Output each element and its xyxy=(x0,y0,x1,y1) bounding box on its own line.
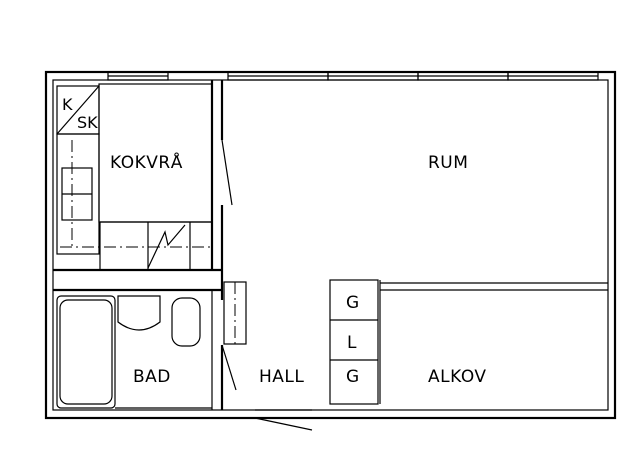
hall-fixtures xyxy=(223,281,247,345)
label-wardrobe-top: G xyxy=(346,293,360,313)
label-bad: BAD xyxy=(133,367,171,387)
wardrobe-unit xyxy=(329,279,381,405)
label-rum: RUM xyxy=(428,153,468,173)
label-cabinet: SK xyxy=(77,113,98,132)
label-alkov: ALKOV xyxy=(428,367,487,387)
label-wardrobe-middle: L xyxy=(347,333,357,353)
label-kokvra: KOKVRÅ xyxy=(110,151,183,173)
kitchen-fixtures xyxy=(56,83,213,270)
label-hall: HALL xyxy=(259,367,304,387)
label-wardrobe-bottom: G xyxy=(346,367,360,387)
doors xyxy=(221,139,313,431)
top-windows xyxy=(107,71,599,81)
bathroom-fixtures xyxy=(56,295,212,409)
label-stove: K xyxy=(62,95,73,114)
